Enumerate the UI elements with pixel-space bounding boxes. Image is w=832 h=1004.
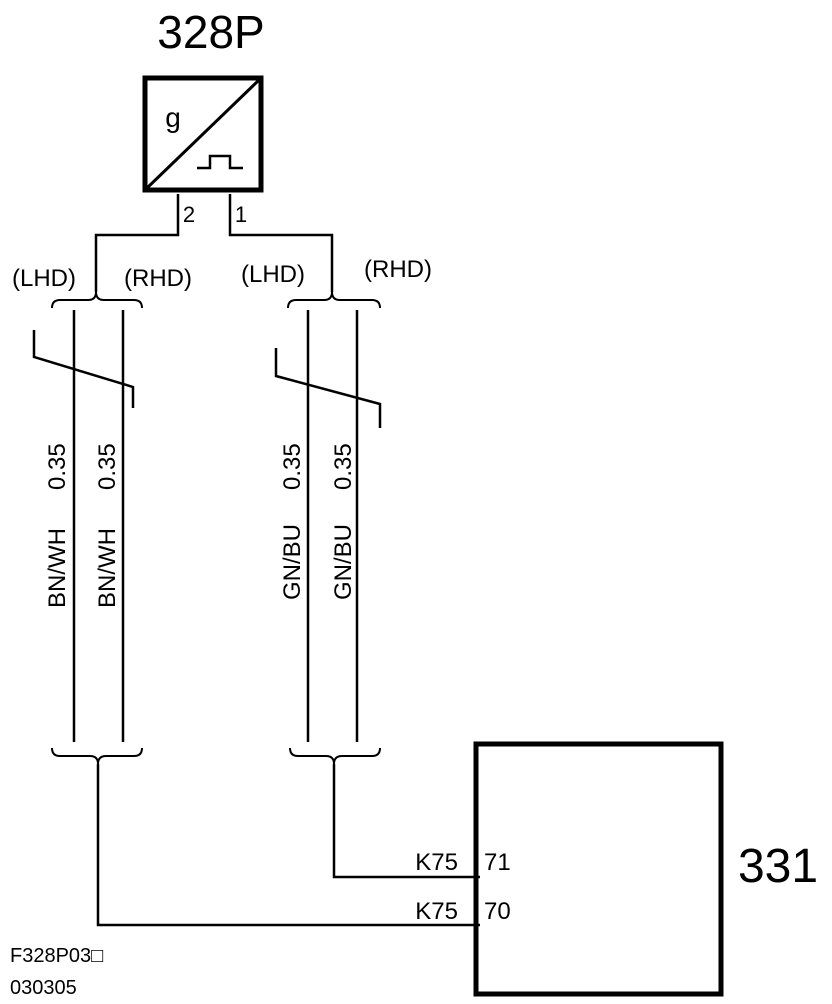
wire-3-size: 0.35 [279, 443, 306, 490]
pin-leads [94, 194, 334, 292]
left-top-brace [51, 291, 143, 309]
left-bottom-brace [51, 747, 143, 765]
pin-1-label: 1 [235, 202, 247, 227]
sensor-box [142, 75, 264, 193]
wire-labels: BN/WH 0.35 BN/WH 0.35 GN/BU 0.35 GN/BU 0… [44, 443, 357, 608]
wire-1-size: 0.35 [44, 443, 71, 490]
sensor-id-label: 328P [157, 6, 264, 58]
pin-2-lead [94, 194, 180, 292]
right-twist-mark [274, 348, 382, 428]
pin-71-label: 71 [484, 849, 511, 876]
left-twist-mark [32, 330, 135, 408]
twist-marks [32, 330, 382, 428]
wire-lines [72, 310, 359, 742]
connection-71-line [332, 764, 480, 879]
connection-70-line [96, 764, 480, 927]
right-top-brace [287, 291, 381, 309]
wire-3-color: GN/BU [279, 524, 306, 600]
wire-4-size: 0.35 [330, 443, 357, 490]
left-lhd-label: (LHD) [12, 265, 76, 292]
module-id-label: 331 [738, 840, 818, 893]
figure-code: F328P03□ [10, 945, 103, 967]
right-bottom-brace [289, 747, 381, 765]
connection-lines [96, 764, 480, 927]
date-code: 030305 [10, 977, 77, 999]
sensor-diagonal [145, 78, 261, 190]
wire-4-color: GN/BU [330, 524, 357, 600]
pin-70-label: 70 [484, 898, 511, 925]
sensor-328p: g [142, 75, 264, 193]
right-rhd-label: (RHD) [364, 256, 432, 283]
right-lhd-label: (LHD) [241, 261, 305, 288]
wire-2-size: 0.35 [94, 443, 121, 490]
pulse-signal-icon [197, 154, 243, 170]
connector-70-label: K75 [415, 898, 458, 925]
wire-1-color: BN/WH [44, 528, 71, 608]
sensor-symbol-label: g [165, 102, 181, 133]
bottom-braces [51, 747, 381, 765]
wire-2-color: BN/WH [94, 528, 121, 608]
connector-71-label: K75 [415, 849, 458, 876]
top-braces [51, 291, 381, 309]
left-rhd-label: (RHD) [124, 265, 192, 292]
pin-1-lead [228, 194, 334, 292]
pin-2-label: 2 [183, 202, 195, 227]
module-331-box [473, 741, 724, 997]
